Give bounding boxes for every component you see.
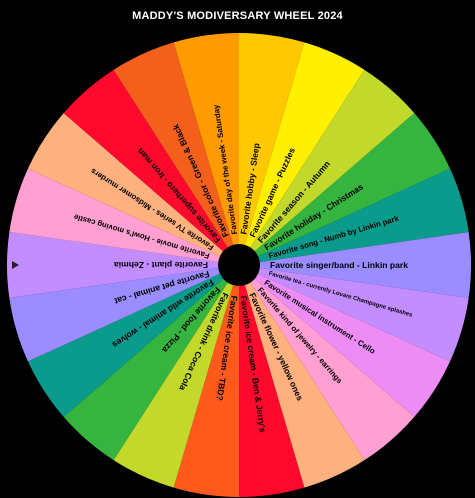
wheel-segment[interactable] bbox=[9, 168, 239, 265]
wheel-segment[interactable] bbox=[239, 265, 415, 461]
wheel-title: MADDY'S MODIVERSARY WHEEL 2024 bbox=[132, 10, 343, 22]
wheel-segment-label: Favorite singer/band - Linkin park bbox=[270, 260, 408, 270]
wheel-segment[interactable] bbox=[63, 265, 239, 461]
wheel-segment[interactable] bbox=[6, 231, 240, 299]
wheel-segment[interactable] bbox=[239, 168, 469, 265]
wheel-center-hub[interactable] bbox=[218, 244, 260, 286]
wheel-segment[interactable] bbox=[173, 33, 239, 265]
wheel-segment[interactable] bbox=[113, 265, 239, 488]
wheel-segments[interactable] bbox=[6, 33, 472, 497]
wheel-segment[interactable] bbox=[239, 265, 305, 497]
wheel-segment[interactable] bbox=[27, 113, 239, 265]
wheel-segment[interactable] bbox=[239, 265, 469, 362]
wheel-segment[interactable] bbox=[239, 265, 451, 417]
wheel-segment-label: Favorite plant - Zehmia bbox=[114, 260, 208, 270]
wheel-segment[interactable] bbox=[173, 265, 239, 497]
wheel-segment[interactable] bbox=[239, 113, 451, 265]
wheel-segment[interactable] bbox=[239, 69, 415, 265]
wheel-segment[interactable] bbox=[239, 42, 365, 266]
wheel-segment[interactable] bbox=[239, 231, 472, 299]
wheel-segment[interactable] bbox=[239, 33, 305, 265]
wheel-segment[interactable] bbox=[63, 69, 239, 265]
pointer-arrow-icon bbox=[12, 261, 19, 269]
wheel-segment[interactable] bbox=[9, 265, 239, 362]
wheel-segment[interactable] bbox=[239, 265, 365, 488]
wheel-segment[interactable] bbox=[27, 265, 239, 417]
wheel-segment[interactable] bbox=[113, 42, 239, 266]
